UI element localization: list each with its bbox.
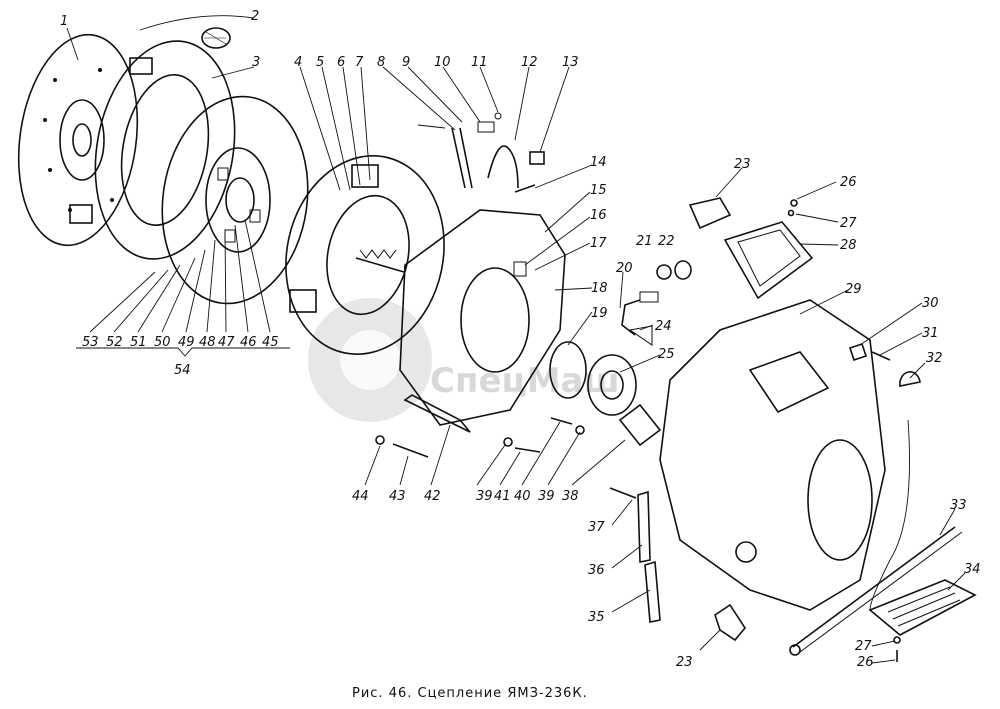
part-35-37-plates	[609, 487, 661, 623]
callout-3: 3	[252, 55, 260, 70]
part-23-lower-fitting	[714, 603, 746, 642]
callout-20: 20	[616, 261, 633, 276]
callout-6: 6	[337, 55, 345, 70]
callout-17: 17	[590, 236, 607, 251]
callout-24: 24	[655, 319, 672, 334]
part-4-7-pressure-plate	[285, 155, 445, 355]
part-8-14-lever-set	[417, 112, 545, 193]
callout-26-lower: 26	[857, 655, 874, 670]
callout-4: 4	[294, 55, 302, 70]
callout-8: 8	[377, 55, 385, 70]
part-1-driven-disc	[17, 33, 139, 247]
callout-23-lower: 23	[676, 655, 693, 670]
callout-27-lower: 27	[855, 639, 872, 654]
callout-40: 40	[514, 489, 531, 504]
part-29-bell-housing	[659, 299, 886, 611]
callout-1: 1	[60, 14, 68, 29]
callout-29: 29	[845, 282, 862, 297]
part-26-27-lower-screw	[893, 636, 901, 662]
callout-23: 23	[734, 157, 751, 172]
callout-13: 13	[562, 55, 579, 70]
callout-45: 45	[262, 335, 279, 350]
callout-34: 34	[964, 562, 981, 577]
callout-47: 47	[218, 335, 235, 350]
part-18-42-clutch-cover	[399, 209, 566, 433]
callout-39-right: 39	[538, 489, 555, 504]
callout-32: 32	[926, 351, 943, 366]
part-30-32-bolt-set	[848, 342, 921, 387]
callout-16: 16	[590, 208, 607, 223]
callout-38: 38	[562, 489, 579, 504]
callout-14: 14	[590, 155, 607, 170]
callout-5: 5	[316, 55, 324, 70]
callout-35: 35	[588, 610, 605, 625]
callout-44: 44	[352, 489, 369, 504]
figure-caption: Рис. 46. Сцепление ЯМЗ-236К.	[352, 686, 588, 701]
callout-12: 12	[521, 55, 538, 70]
callout-19: 19	[591, 306, 608, 321]
watermark-text: СпецМаш	[430, 361, 620, 401]
callout-18: 18	[591, 281, 608, 296]
callout-11: 11	[471, 55, 488, 70]
part-28-inspection-cover	[723, 199, 814, 300]
callout-15: 15	[590, 183, 607, 198]
part-33-shaft	[789, 526, 963, 656]
part-34-grille-cover	[868, 579, 977, 636]
watermark-logo: СпецМаш	[308, 298, 620, 422]
part-2-bush	[201, 27, 231, 49]
part-39-44-fasteners	[375, 417, 585, 458]
part-3-intermediate-plate	[69, 40, 236, 260]
callout-39-left: 39	[476, 489, 493, 504]
leader-lines	[66, 15, 966, 664]
callout-labels: 1 2 3 4 5 6 7 8 9 10 11 12 13 14 15 16 1…	[60, 9, 981, 670]
callout-28: 28	[840, 238, 857, 253]
callout-7: 7	[355, 55, 364, 70]
callout-27: 27	[840, 216, 857, 231]
callout-52: 52	[106, 335, 123, 350]
callout-26: 26	[840, 175, 857, 190]
callout-49: 49	[178, 335, 195, 350]
callout-21: 21	[636, 234, 653, 249]
callout-10: 10	[434, 55, 451, 70]
part-20-24-fittings	[621, 197, 732, 346]
callout-46: 46	[240, 335, 257, 350]
callout-2: 2	[251, 9, 259, 24]
callout-41: 41	[494, 489, 511, 504]
callout-33: 33	[950, 498, 967, 513]
callout-31: 31	[922, 326, 939, 341]
callout-50: 50	[154, 335, 171, 350]
callout-54: 54	[174, 363, 191, 378]
callout-43: 43	[389, 489, 406, 504]
callout-53: 53	[82, 335, 99, 350]
callout-36: 36	[588, 563, 605, 578]
callout-48: 48	[199, 335, 216, 350]
callout-37: 37	[588, 520, 605, 535]
callout-42: 42	[424, 489, 441, 504]
callout-25: 25	[658, 347, 675, 362]
callout-22: 22	[658, 234, 675, 249]
part-19-25-38-release-bearing	[549, 341, 662, 447]
callout-9: 9	[402, 55, 410, 70]
callout-51: 51	[130, 335, 147, 350]
callout-30: 30	[922, 296, 939, 311]
